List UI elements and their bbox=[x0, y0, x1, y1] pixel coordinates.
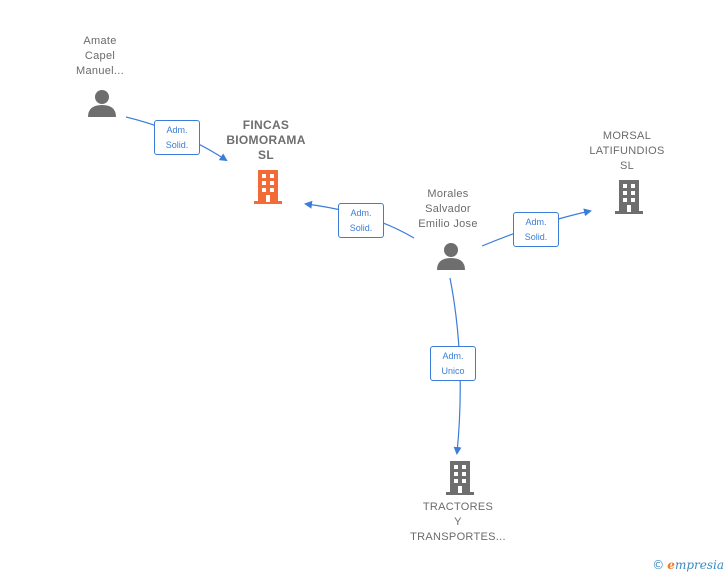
node-label-tractores[interactable]: TRACTORES Y TRANSPORTES... bbox=[398, 500, 518, 545]
building-icon[interactable] bbox=[613, 179, 645, 215]
person-icon[interactable] bbox=[87, 88, 117, 118]
label-line: Capel bbox=[84, 50, 116, 62]
edge-label-line: Solid. bbox=[165, 140, 189, 150]
node-label-fincas[interactable]: FINCAS BIOMORAMA SL bbox=[216, 118, 316, 163]
edge-label-line: Solid. bbox=[524, 232, 548, 242]
label-line: Salvador bbox=[425, 203, 471, 215]
label-line: Amate bbox=[83, 35, 117, 47]
brand-footer: ©empresia bbox=[652, 558, 724, 572]
label-line: TRANSPORTES... bbox=[410, 531, 506, 543]
edge-label-morales-tractores[interactable]: Adm. Unico bbox=[430, 346, 476, 381]
edge-label-line: Adm. bbox=[350, 208, 372, 218]
label-line: Morales bbox=[427, 188, 469, 200]
brand-name: mpresia bbox=[674, 558, 724, 572]
label-line: Y bbox=[454, 516, 462, 528]
edge-label-line: Adm. bbox=[166, 125, 188, 135]
person-icon[interactable] bbox=[436, 241, 466, 271]
label-line: LATIFUNDIOS bbox=[589, 145, 665, 157]
copyright-symbol: © bbox=[652, 558, 665, 572]
label-line: FINCAS bbox=[242, 118, 290, 132]
edge-label-line: Adm. bbox=[442, 351, 464, 361]
node-label-amate[interactable]: Amate Capel Manuel... bbox=[60, 34, 140, 79]
brand-initial: e bbox=[667, 558, 675, 572]
label-line: SL bbox=[258, 148, 274, 162]
label-line: TRACTORES bbox=[422, 501, 494, 513]
edge-label-line: Solid. bbox=[349, 223, 373, 233]
node-label-morales[interactable]: Morales Salvador Emilio Jose bbox=[406, 187, 490, 232]
building-icon[interactable] bbox=[252, 169, 284, 205]
edge-label-morales-morsal[interactable]: Adm. Solid. bbox=[513, 212, 559, 247]
label-line: Emilio Jose bbox=[418, 218, 478, 230]
edge-label-line: Unico bbox=[441, 366, 465, 376]
edge-label-amate-fincas[interactable]: Adm. Solid. bbox=[154, 120, 200, 155]
label-line: Manuel... bbox=[76, 65, 124, 77]
node-label-morsal[interactable]: MORSAL LATIFUNDIOS SL bbox=[577, 129, 677, 174]
label-line: MORSAL bbox=[602, 130, 652, 142]
label-line: SL bbox=[619, 160, 635, 172]
label-line: BIOMORAMA bbox=[226, 133, 306, 147]
building-icon[interactable] bbox=[444, 460, 476, 496]
edge-label-line: Adm. bbox=[525, 217, 547, 227]
edge-label-morales-fincas[interactable]: Adm. Solid. bbox=[338, 203, 384, 238]
